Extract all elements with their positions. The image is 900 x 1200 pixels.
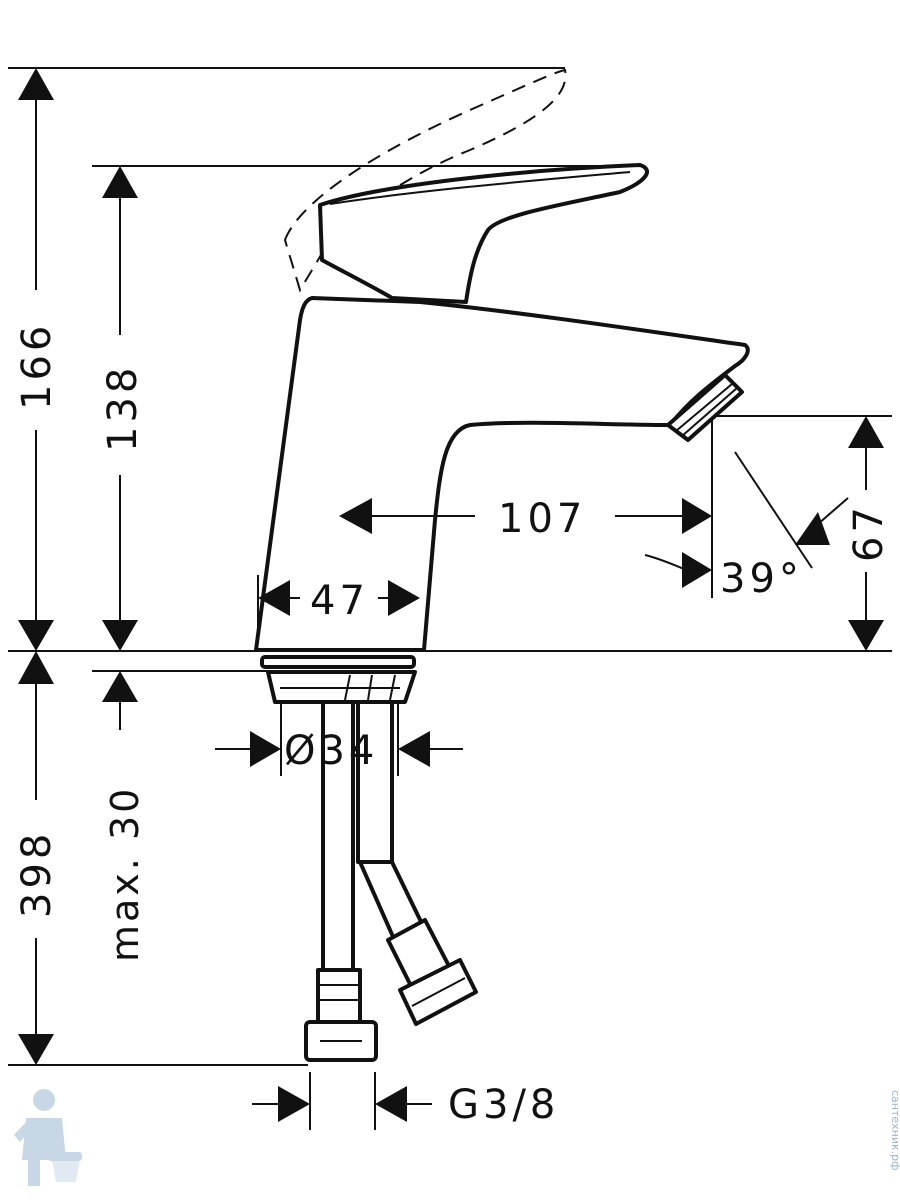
handle-open-position-dashed <box>283 68 567 293</box>
label-spout-height: 138 <box>100 364 146 452</box>
dim-hose-length: 398 <box>14 651 60 1065</box>
label-total-height: 166 <box>14 322 60 410</box>
dim-total-height: 166 <box>14 68 60 651</box>
label-connection: G3/8 <box>448 1082 559 1128</box>
dim-outlet-height: 67 <box>846 416 892 651</box>
dim-max-thickness: max. 30 <box>102 671 147 962</box>
label-hose-length: 398 <box>14 830 60 918</box>
dim-outlet-angle: 39° <box>682 497 849 602</box>
mounting-base <box>260 655 417 704</box>
extension-lines <box>8 67 892 1130</box>
dim-connection: G3/8 <box>252 1082 559 1128</box>
label-outlet-height: 67 <box>846 503 892 562</box>
dim-spout-reach: 107 <box>339 496 712 542</box>
outlet-angle-indicator <box>644 451 813 573</box>
label-body-diameter: 47 <box>310 578 369 624</box>
dim-thread-diameter: Ø34 <box>215 728 463 774</box>
label-max-thickness: max. 30 <box>103 786 147 962</box>
aerator <box>666 373 744 442</box>
label-thread-diameter: Ø34 <box>284 728 378 774</box>
dim-body-diameter: 47 <box>258 578 420 624</box>
plumber-logo <box>14 1089 82 1186</box>
dim-spout-height: 138 <box>100 166 146 651</box>
label-spout-reach: 107 <box>498 496 586 542</box>
watermark-text: сантехник.рф <box>889 1090 900 1171</box>
supply-hoses <box>304 700 478 1062</box>
faucet-body <box>254 163 750 704</box>
label-outlet-angle: 39° <box>720 556 803 602</box>
